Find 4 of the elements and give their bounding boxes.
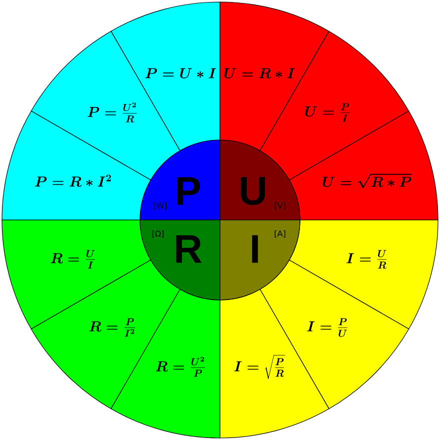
quantity-quadrant: R [Ω]: [140, 220, 220, 300]
quantity-quadrant: U [V]: [220, 140, 300, 220]
quantity-quadrant: I [A]: [220, 220, 300, 300]
quantity-quadrant: P [W]: [140, 140, 220, 220]
